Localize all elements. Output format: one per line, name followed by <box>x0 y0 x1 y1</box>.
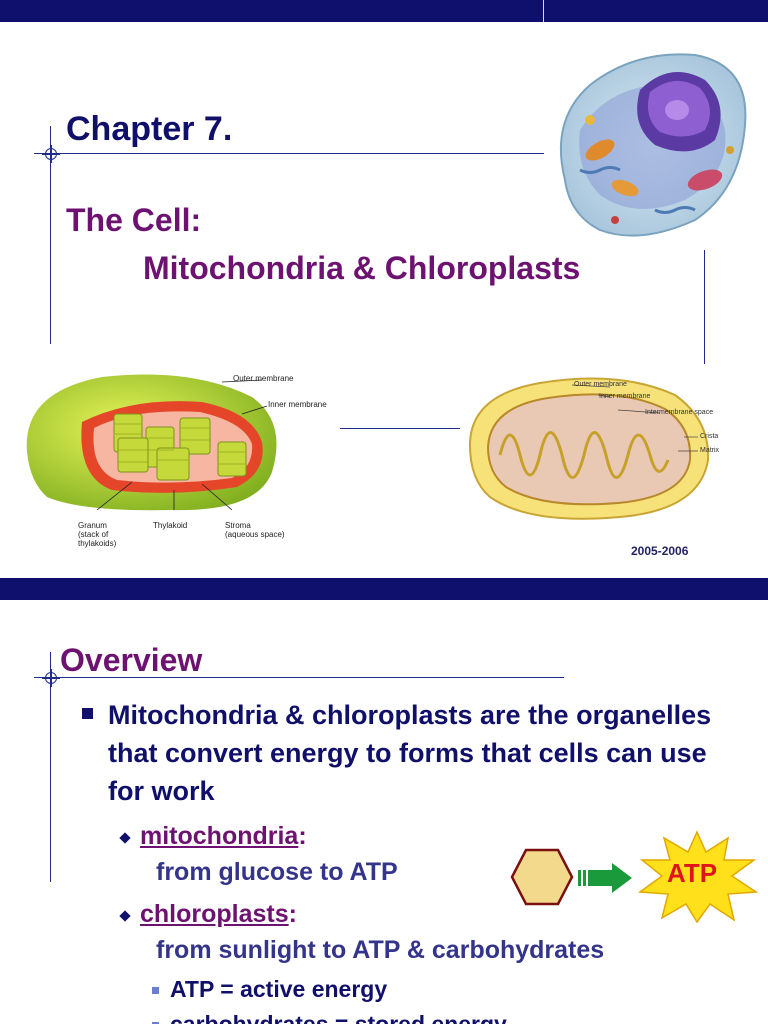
chloro-description: from sunlight to ATP & carbohydrates <box>156 936 605 964</box>
title-rule <box>34 153 544 154</box>
mito-label-outer: Outer membrane <box>574 381 627 388</box>
animal-cell-illustration <box>559 53 747 237</box>
chloroplast-label-thylakoid: Thylakoid <box>153 521 188 530</box>
term-mitochondria: mitochondria: <box>140 822 307 851</box>
mito-label-matrix: Matrix <box>700 447 720 454</box>
left-guide-line-2 <box>50 652 51 882</box>
chloroplast-label-inner: Inner membrane <box>268 400 327 409</box>
year-label: 2005-2006 <box>631 544 689 558</box>
sub-bullet-carbs: carbohydrates = stored energy <box>170 1011 507 1024</box>
overview-slide: Overview Mitochondria & chloroplasts are… <box>0 600 768 1024</box>
chloroplast-label-stroma: Stroma (aqueous space) <box>225 521 285 539</box>
conversion-arrow-icon <box>578 863 632 893</box>
bottom-stripe-bar <box>0 578 768 600</box>
main-bullet-marker <box>82 708 93 719</box>
chloroplast-illustration <box>26 374 277 511</box>
mitochondrion-illustration <box>468 377 710 520</box>
slide-title-line1: The Cell: <box>66 202 202 238</box>
mito-label-crista: Crista <box>700 433 719 440</box>
main-bullet-text: Mitochondria & chloroplasts are the orga… <box>108 700 712 806</box>
diamond-bullet-mito <box>119 832 131 844</box>
chloroplast-label-granum: Granum (stack of thylakoids) <box>78 521 117 548</box>
sub-bullet-marker-2 <box>152 1022 159 1024</box>
term-chloroplasts: chloroplasts: <box>140 900 297 929</box>
slide-title-line2: Mitochondria & Chloroplasts <box>143 250 581 286</box>
mito-label-inner: Inner membrane <box>599 393 651 400</box>
mid-rule <box>340 428 460 429</box>
crosshair-ornament <box>42 145 60 163</box>
right-guide-line <box>704 250 705 364</box>
chapter-title: Chapter 7. <box>66 110 233 148</box>
glucose-hexagon-icon <box>510 848 574 906</box>
term-mitochondria-text: mitochondria <box>140 822 299 850</box>
atp-burst-icon <box>637 830 758 924</box>
title-slide: Chapter 7. The Cell: Mitochondria & Chlo… <box>0 0 768 600</box>
atp-label: ATP <box>667 858 718 888</box>
top-stripe-bar <box>0 0 768 22</box>
term-chloroplasts-colon: : <box>288 900 297 928</box>
left-guide-line <box>50 126 51 344</box>
term-chloroplasts-text: chloroplasts <box>140 900 289 928</box>
term-mitochondria-colon: : <box>298 822 307 850</box>
mito-description: from glucose to ATP <box>156 858 398 886</box>
chloroplast-label-outer: Outer membrane <box>233 374 294 383</box>
mito-label-intermembrane: Intermembrane space <box>645 409 714 416</box>
diamond-bullet-chloro <box>119 910 131 922</box>
crosshair-ornament-2 <box>42 669 60 687</box>
overview-heading: Overview <box>60 642 203 678</box>
sub-bullet-marker-1 <box>152 987 159 994</box>
sub-bullet-atp: ATP = active energy <box>170 976 388 1002</box>
heading-rule <box>34 677 564 678</box>
